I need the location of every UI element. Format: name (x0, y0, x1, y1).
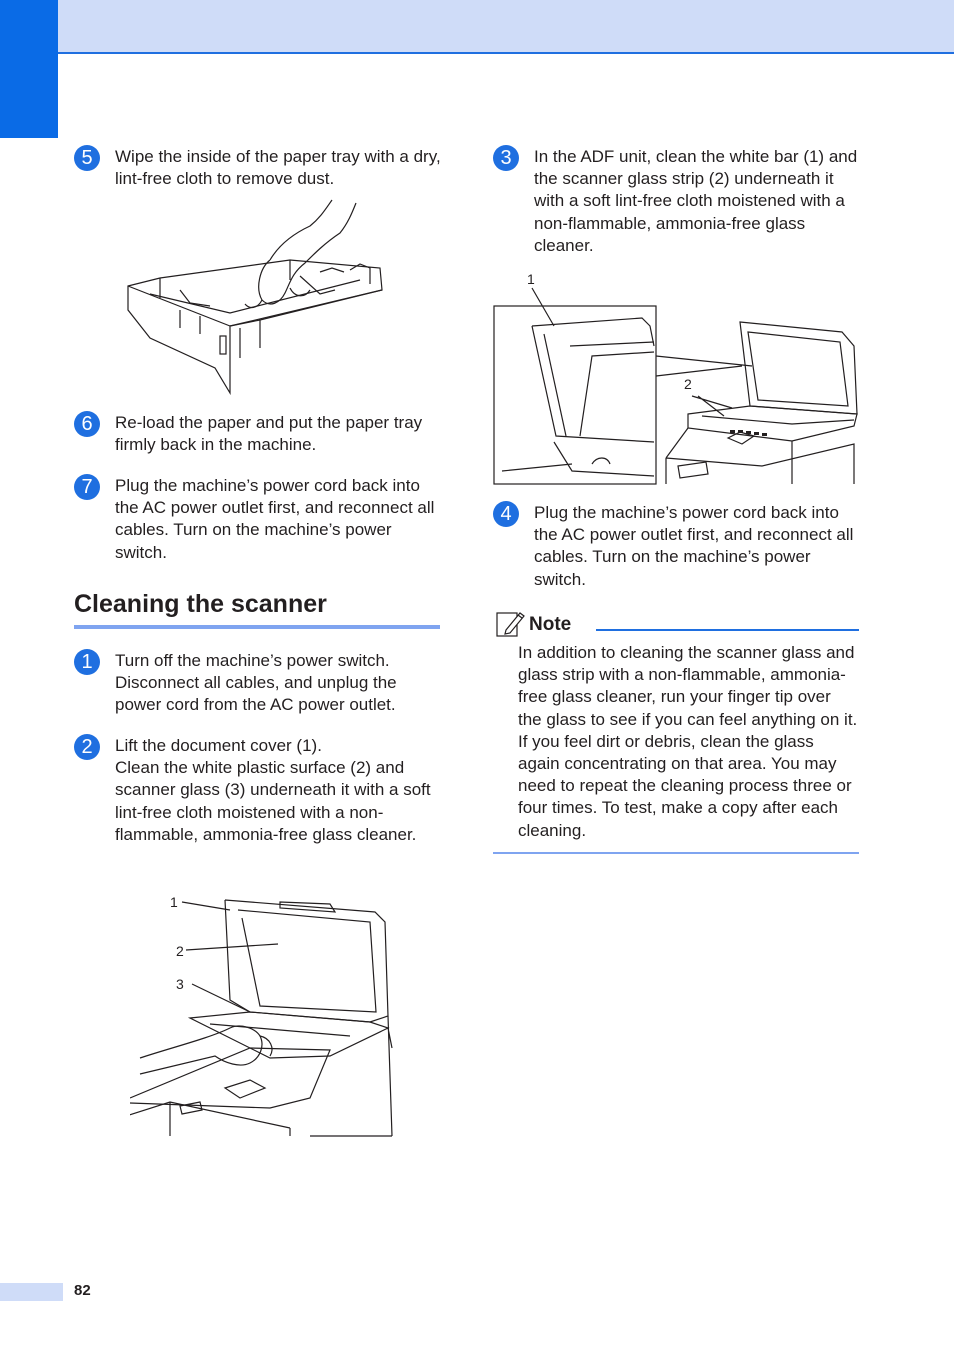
step-number-badge: 4 (493, 501, 519, 527)
section-title-rule (74, 625, 440, 629)
figure-label: 2 (176, 943, 184, 959)
figure-label: 3 (176, 976, 184, 992)
step-number-badge: 6 (74, 411, 100, 437)
step-text: Turn off the machine’s power switch. Dis… (115, 651, 397, 715)
step-number-badge: 7 (74, 474, 100, 500)
note-pencil-icon (496, 610, 526, 643)
step-text: Re-load the paper and put the paper tray… (115, 413, 423, 455)
section-title: Cleaning the scanner (74, 590, 327, 618)
adf-illustration: 1 2 (492, 266, 862, 491)
figure-label: 2 (684, 376, 692, 392)
step-text-line: Lift the document cover (1). (115, 736, 322, 755)
step-number-badge: 5 (74, 145, 100, 171)
note-text: In addition to cleaning the scanner glas… (518, 643, 858, 840)
chapter-tab (0, 0, 58, 138)
scanner-glass-illustration: 1 2 3 (130, 888, 400, 1138)
note-rule (596, 629, 859, 631)
paper-tray-illustration (120, 198, 390, 398)
step-number-badge: 1 (74, 649, 100, 675)
page-number: 82 (74, 1282, 91, 1299)
step-number-badge: 2 (74, 734, 100, 760)
note-bottom-rule (493, 852, 859, 854)
step-number-badge: 3 (493, 145, 519, 171)
page-number-tab (0, 1283, 63, 1301)
step-text: In the ADF unit, clean the white bar (1)… (534, 147, 858, 255)
step-text: Plug the machine’s power cord back into … (115, 476, 435, 562)
step-text: Wipe the inside of the paper tray with a… (115, 147, 441, 189)
step-text-line: Clean the white plastic surface (2) and … (115, 758, 431, 844)
step-text: Plug the machine’s power cord back into … (534, 503, 854, 589)
header-band (0, 0, 954, 54)
note-label: Note (529, 614, 572, 635)
step-text: Lift the document cover (1). Clean the w… (115, 735, 445, 846)
figure-label: 1 (527, 271, 535, 287)
note-header: Note (496, 610, 859, 640)
figure-label: 1 (170, 894, 178, 910)
